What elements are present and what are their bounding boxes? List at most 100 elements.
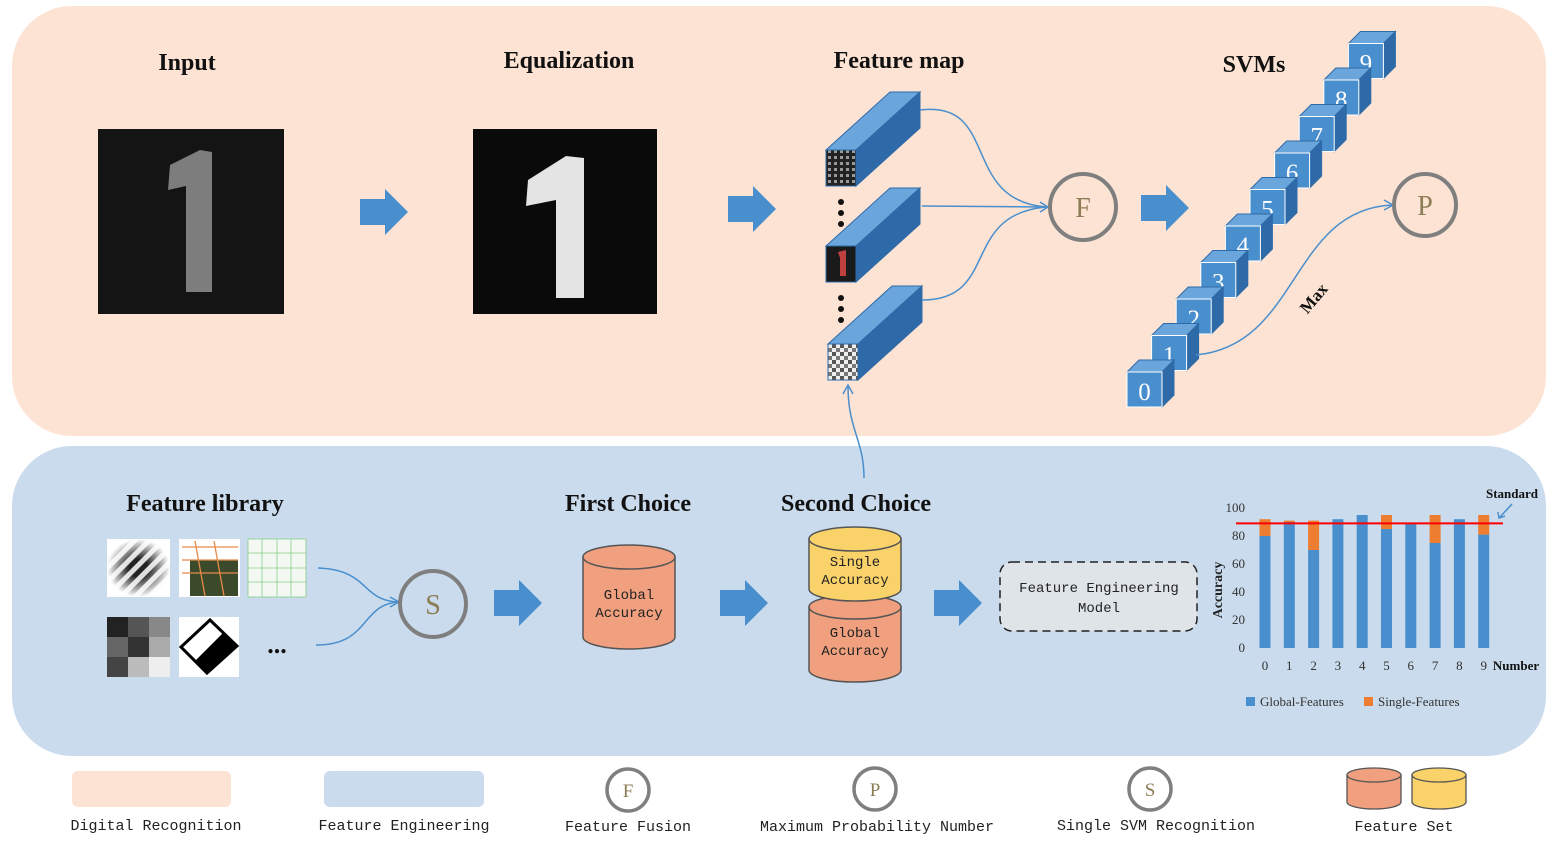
bar-single-features [1283, 520, 1295, 522]
first-choice-global-accuracy-cylinder: Global Accuracy [582, 544, 676, 650]
flow-arrow [1141, 185, 1189, 231]
flow-arrow [934, 580, 982, 626]
x-tick-label: 8 [1456, 658, 1463, 673]
gabor-thumbnail [107, 539, 170, 597]
bar-global-features [1405, 523, 1417, 648]
y-tick-label: 60 [1232, 556, 1245, 571]
legend-fusion-node [605, 767, 651, 813]
svms-title: SVMs [1223, 52, 1286, 78]
feature-library-thumbnails: ... [107, 538, 307, 677]
flow-arrow [728, 186, 776, 232]
x-axis-label: Number [1493, 658, 1539, 673]
bar-single-features [1381, 515, 1392, 529]
legend-label-digital-recognition: Digital Recognition [70, 818, 241, 835]
second-choice-single-accuracy-cylinder: Single Accuracy [808, 526, 902, 602]
first-choice-line1: Global [604, 588, 654, 604]
x-tick-label: 0 [1262, 658, 1269, 673]
bar-single-features [1478, 515, 1490, 535]
fusion-letter: F [1075, 193, 1091, 224]
legend-label-feature-fusion: Feature Fusion [565, 819, 691, 836]
svm-cube-0: 0 [1125, 358, 1176, 409]
bar-single-features [1259, 519, 1271, 536]
standard-pointer [1499, 503, 1513, 518]
flow-arrow [360, 189, 408, 235]
legend-single-svm-letter: S [1145, 780, 1156, 801]
y-tick-label: 0 [1239, 640, 1246, 655]
legend-feature-set-cylinders [1346, 767, 1467, 810]
feature-library-title: Feature library [126, 491, 284, 517]
flow-arrow [494, 580, 542, 626]
hog-block-thumbnail [179, 539, 240, 597]
bar-global-features [1453, 519, 1465, 648]
probability-node [1392, 172, 1458, 238]
single-svm-letter: S [425, 590, 441, 621]
first-choice-line2: Accuracy [595, 606, 662, 622]
chart-legend-swatch-single [1364, 697, 1373, 706]
second-choice-title: Second Choice [781, 491, 931, 517]
bar-global-features [1429, 543, 1441, 648]
x-tick-label: 2 [1310, 658, 1317, 673]
feature-engineering-model-box: Feature Engineering Model [999, 561, 1198, 632]
legend-label-max-probability: Maximum Probability Number [760, 819, 994, 836]
fusion-connector [919, 108, 1050, 301]
svm-cube-7: 7 [1297, 103, 1348, 153]
y-tick-label: 80 [1232, 528, 1245, 543]
max-connector [1195, 204, 1393, 356]
second-choice-global-line1: Global [830, 626, 880, 642]
feature-map-cuboid [824, 186, 922, 284]
standard-label: Standard [1486, 486, 1539, 501]
legend-single-svm-node [1127, 766, 1173, 812]
legend-probability-letter: P [870, 780, 881, 801]
second-choice-global-line2: Accuracy [821, 644, 888, 660]
bar-global-features [1308, 550, 1320, 648]
input-title: Input [158, 50, 215, 76]
bar-global-features [1381, 529, 1392, 648]
svm-cube-9: 9 [1347, 30, 1397, 80]
input-image [98, 129, 284, 314]
x-tick-label: 6 [1408, 658, 1415, 673]
x-tick-label: 7 [1432, 658, 1439, 673]
bar-global-features [1332, 519, 1344, 648]
legend-label-feature-engineering: Feature Engineering [318, 818, 489, 835]
feature-map-cuboid [824, 90, 922, 188]
probability-letter: P [1417, 191, 1433, 222]
legend-swatch-feature-engineering [324, 771, 484, 807]
x-tick-label: 9 [1480, 658, 1487, 673]
chart-legend-label-single: Single-Features [1378, 694, 1460, 709]
x-tick-label: 5 [1383, 658, 1390, 673]
hog-cell-thumbnail [247, 538, 307, 598]
equalized-image [473, 129, 657, 314]
feature-engineering-panel [12, 446, 1546, 756]
lbp-thumbnail [107, 617, 170, 677]
single-svm-node [398, 569, 468, 639]
fusion-node [1048, 172, 1118, 242]
first-choice-title: First Choice [565, 491, 691, 517]
x-tick-label: 1 [1286, 658, 1293, 673]
legend-label-feature-set: Feature Set [1354, 819, 1453, 836]
chart-legend-swatch-global [1246, 697, 1255, 706]
svm-cube-digit: 0 [1138, 379, 1151, 406]
flow-arrow [720, 580, 768, 626]
x-tick-label: 3 [1335, 658, 1342, 673]
y-tick-label: 100 [1226, 500, 1246, 515]
bar-global-features [1478, 534, 1490, 648]
y-tick-label: 40 [1232, 584, 1245, 599]
y-tick-label: 20 [1232, 612, 1245, 627]
second-choice-single-line2: Accuracy [821, 573, 888, 589]
feature-map-title: Feature map [834, 48, 965, 74]
legend-label-single-svm: Single SVM Recognition [1057, 818, 1255, 835]
x-tick-label: 4 [1359, 658, 1366, 673]
second-choice-single-line1: Single [830, 555, 880, 571]
chart-legend-label-global: Global-Features [1260, 694, 1344, 709]
standard-pointer-head [1497, 511, 1506, 519]
y-axis-label: Accuracy [1211, 562, 1226, 619]
selection-connector [847, 385, 865, 479]
legend-swatch-digital-recognition [72, 771, 231, 807]
fem-line2: Model [1078, 601, 1120, 617]
bar-global-features [1356, 515, 1368, 648]
equalization-title: Equalization [504, 48, 635, 74]
legend-fusion-letter: F [623, 781, 634, 802]
haar-thumbnail [178, 617, 240, 677]
